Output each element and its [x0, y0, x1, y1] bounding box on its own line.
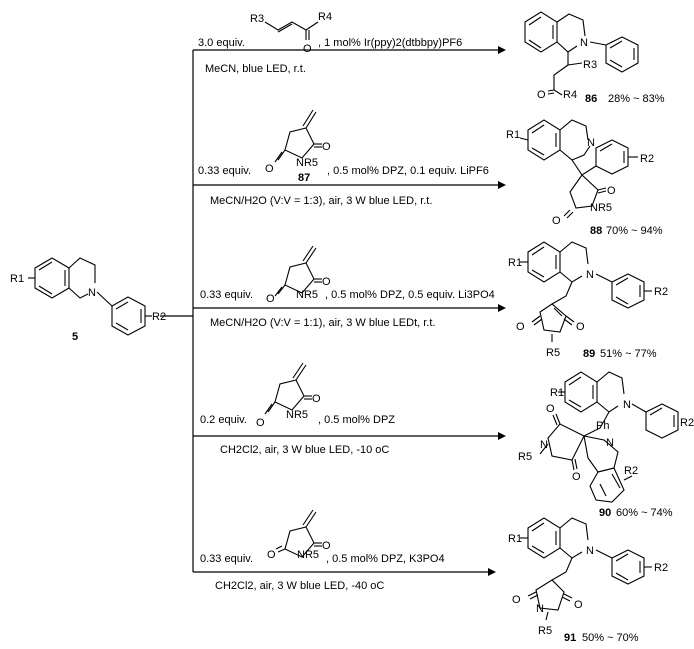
- reagent-3-nr5-label: NR5: [296, 289, 318, 301]
- product-89-o1-label: O: [516, 321, 525, 333]
- product-90-n3-label: N: [540, 439, 548, 451]
- product-88-n-label: N: [587, 137, 595, 149]
- reagent-3-o1-label: O: [322, 276, 331, 288]
- reagent-87-number: 87: [298, 172, 310, 184]
- product-90-r1-label: R1: [550, 387, 564, 399]
- product-90-n1-label: N: [623, 399, 631, 411]
- reaction-2-catalyst: , 0.5 mol% DPZ, 0.1 equiv. LiPF6: [327, 165, 489, 177]
- reaction-4-equiv: 0.2 equiv.: [200, 414, 247, 426]
- product-88-r1-label: R1: [506, 129, 520, 141]
- product-86-n-label: N: [580, 37, 588, 49]
- product-90-o1-label: O: [546, 403, 555, 415]
- product-91-n2-label: N: [536, 603, 544, 615]
- reaction-2-equiv: 0.33 equiv.: [198, 165, 251, 177]
- product-86-r3-label: R3: [583, 59, 597, 71]
- product-90-yield: 60% ~ 74%: [616, 507, 673, 519]
- reagent-enone-structure: [264, 21, 319, 40]
- reagent-4-nr5-label: NR5: [286, 409, 308, 421]
- reaction-5-catalyst: , 0.5 mol% DPZ, K3PO4: [326, 553, 445, 565]
- product-86-structure: [524, 11, 639, 96]
- reagent-4-o1-label: O: [312, 393, 321, 405]
- product-89-r1-label: R1: [508, 257, 522, 269]
- branch-lines: [160, 50, 194, 572]
- reagent-maleimide-structure-3: [274, 245, 322, 297]
- reagent-r4-label: R4: [318, 11, 332, 23]
- reaction-1-catalyst: , 1 mol% Ir(ppy)2(dtbbpy)PF6: [318, 37, 462, 49]
- product-90-r2b-label: R2: [624, 465, 638, 477]
- reaction-1-conditions: MeCN, blue LED, r.t.: [205, 63, 306, 75]
- reagent-87-structure: [274, 109, 322, 163]
- product-89-n-label: N: [586, 269, 594, 281]
- product-90-r5-label: R5: [518, 451, 532, 463]
- reagent-87-o1-label: O: [322, 141, 331, 153]
- product-88-yield: 70% ~ 94%: [606, 225, 663, 237]
- reagent-87-o2-label: O: [265, 163, 274, 175]
- reaction-5-conditions: CH2Cl2, air, 3 W blue LED, -40 oC: [215, 580, 384, 592]
- substrate-r2-label: R2: [152, 311, 166, 323]
- substrate-number: 5: [72, 331, 78, 343]
- reagent-87-nr5-label: NR5: [296, 157, 318, 169]
- reaction-arrows: [193, 46, 506, 576]
- product-90-o2-label: O: [572, 471, 581, 483]
- reagent-4-o2-label: O: [256, 417, 265, 429]
- reaction-4-conditions: CH2Cl2, air, 3 W blue LED, -10 oC: [220, 444, 389, 456]
- product-91-r1-label: R1: [508, 533, 522, 545]
- reaction-4-catalyst: , 0.5 mol% DPZ: [318, 414, 395, 426]
- reagent-o-label: O: [303, 43, 312, 55]
- reagent-maleimide-structure-4: [264, 362, 312, 415]
- product-91-o2-label: O: [574, 599, 583, 611]
- product-90-structure: [539, 371, 679, 503]
- product-90-ph-label: Ph: [596, 420, 609, 432]
- product-91-structure: [520, 517, 652, 621]
- product-89-structure: [520, 241, 652, 342]
- product-90-n2-label: N: [606, 437, 614, 449]
- product-89-r5-label: R5: [546, 347, 560, 359]
- product-89-yield: 51% ~ 77%: [600, 348, 657, 360]
- product-88-structure: [519, 119, 638, 219]
- reaction-2-conditions: MeCN/H2O (V:V = 1:3), air, 3 W blue LED,…: [210, 195, 432, 207]
- product-88-nr5-label: NR5: [590, 202, 612, 214]
- product-88-r2-label: R2: [640, 153, 654, 165]
- product-86-o-label: O: [537, 89, 546, 101]
- product-88-o2-label: O: [552, 215, 561, 227]
- reagent-3-o2-label: O: [266, 293, 275, 305]
- substrate-n-label: N: [88, 287, 96, 299]
- product-91-n1-label: N: [586, 545, 594, 557]
- product-86-yield: 28% ~ 83%: [608, 93, 665, 105]
- reaction-3-equiv: 0.33 equiv.: [200, 289, 253, 301]
- reagent-5-o1-label: O: [322, 540, 331, 552]
- substrate-structure: [28, 257, 152, 336]
- reagent-5-nr5-label: NR5: [297, 549, 319, 561]
- product-90-number: 90: [599, 507, 611, 519]
- product-91-yield: 50% ~ 70%: [582, 632, 639, 644]
- product-86-r4-label: R4: [563, 89, 577, 101]
- product-88-number: 88: [590, 225, 602, 237]
- product-89-number: 89: [583, 348, 595, 360]
- reaction-5-equiv: 0.33 equiv.: [200, 553, 253, 565]
- reagent-r3-label: R3: [250, 13, 264, 25]
- product-90-r2a-label: R2: [680, 417, 694, 429]
- reaction-3-catalyst: , 0.5 mol% DPZ, 0.5 equiv. Li3PO4: [325, 289, 495, 301]
- product-89-r2-label: R2: [654, 286, 668, 298]
- reaction-3-conditions: MeCN/H2O (V:V = 1:1), air, 3 W blue LEDt…: [210, 317, 435, 329]
- product-86-number: 86: [585, 93, 597, 105]
- product-91-r2-label: R2: [654, 562, 668, 574]
- product-88-o1-label: O: [607, 185, 616, 197]
- reagent-5-o2-label: O: [267, 549, 276, 561]
- substrate-r1-label: R1: [10, 273, 24, 285]
- reagent-maleimide-structure-5: [275, 509, 322, 558]
- product-91-r5-label: R5: [538, 625, 552, 637]
- reaction-1-equiv: 3.0 equiv.: [198, 37, 245, 49]
- product-91-number: 91: [564, 632, 576, 644]
- product-91-o1-label: O: [512, 594, 521, 606]
- product-89-o2-label: O: [576, 321, 585, 333]
